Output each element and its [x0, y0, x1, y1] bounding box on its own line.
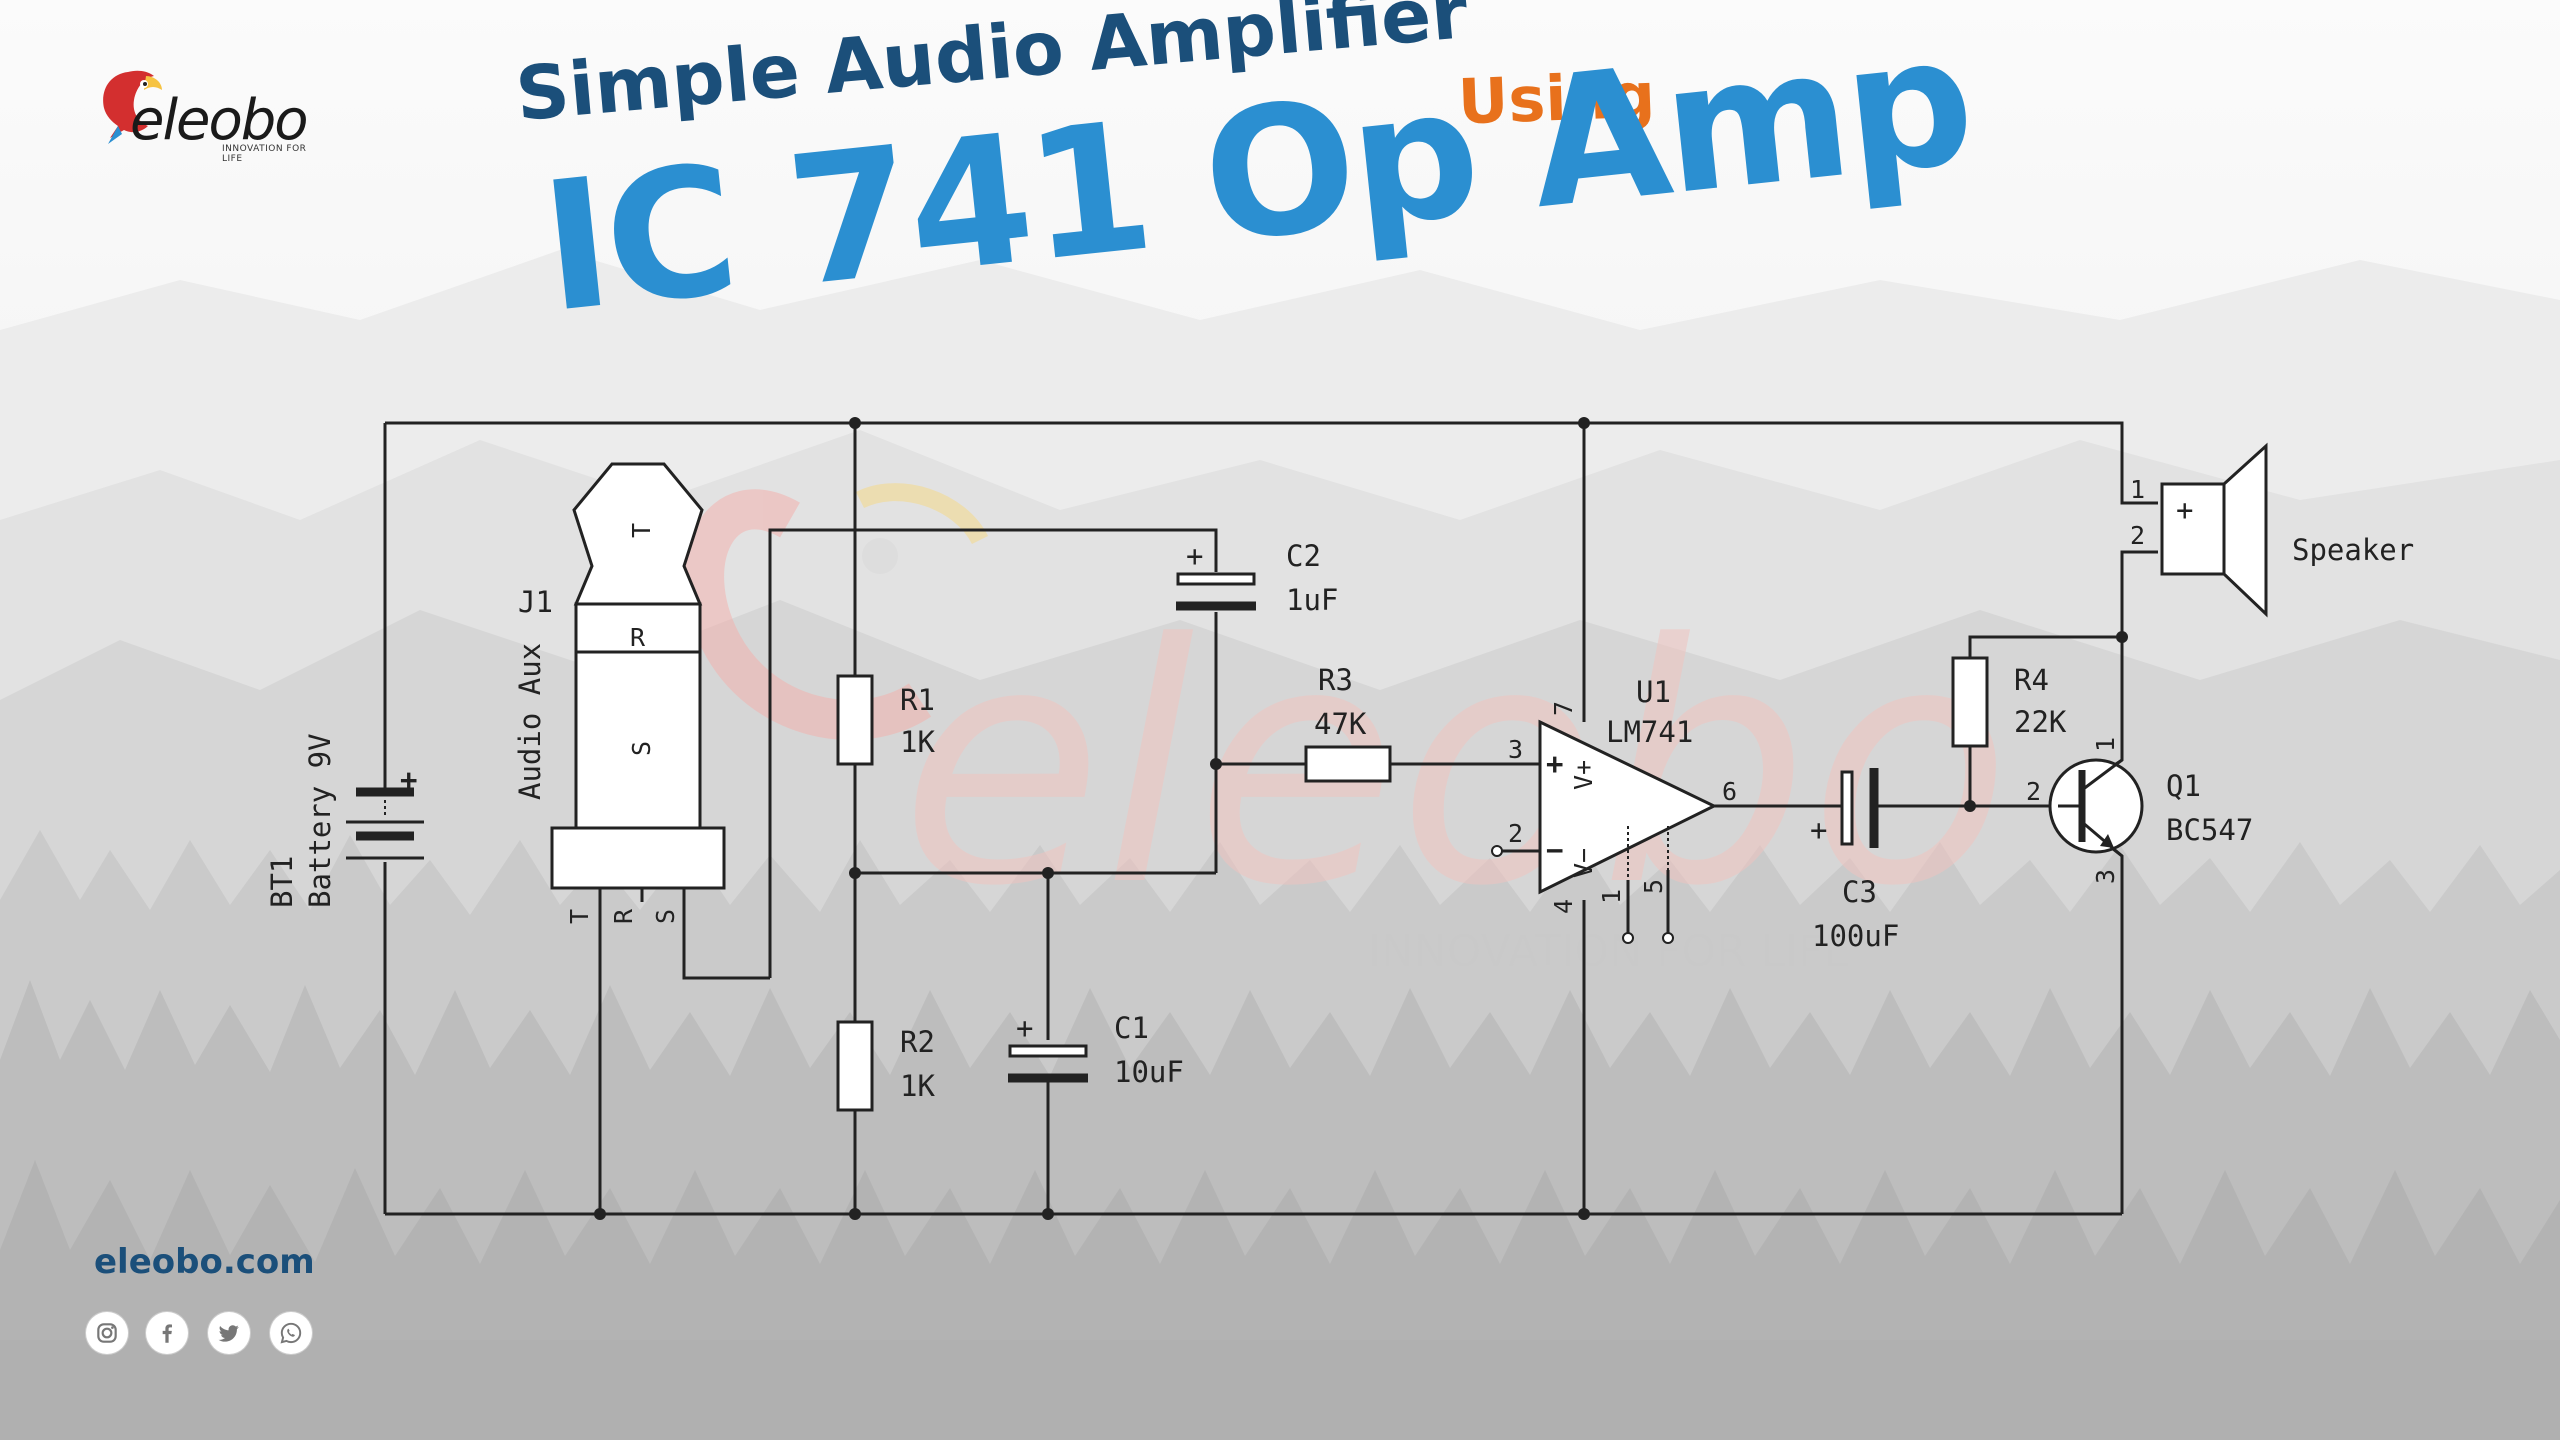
r3-ref: R3 — [1318, 663, 1353, 697]
speaker: + 1 2 Speaker — [2130, 442, 2414, 618]
watermark: eleobo INNOVATION FOR LIFE — [684, 483, 2011, 977]
r4-ref: R4 — [2014, 663, 2049, 697]
c2-ref: C2 — [1286, 539, 1321, 573]
twitter-icon[interactable] — [208, 1312, 250, 1354]
watermark-tagline: INNOVATION FOR LIFE — [1368, 926, 1851, 977]
capacitor-c2: + C2 1uF — [1176, 539, 1338, 617]
r1-value: 1K — [900, 725, 935, 759]
u1-value: LM741 — [1606, 715, 1693, 749]
jack-pin-s: S — [651, 909, 680, 924]
jack-pin-t: T — [565, 909, 594, 924]
watermark-word: eleobo — [900, 574, 2011, 958]
c3-plus: + — [1810, 813, 1827, 847]
website-link[interactable]: eleobo.com — [94, 1242, 315, 1282]
capacitor-c1: + C1 10uF — [1008, 1011, 1184, 1089]
jack-pin-r: R — [609, 908, 638, 924]
jack-value: Audio Aux — [513, 643, 547, 800]
battery-bt1: + BT1 Battery 9V — [265, 733, 424, 908]
jack-section-t: T — [627, 523, 656, 538]
transistor-q1: 2 1 3 Q1 BC547 — [2026, 737, 2253, 884]
opamp-u1: + − V+ V− 3 2 6 7 4 1 5 U1 LM741 — [1508, 675, 1737, 914]
q1-pin-emitter: 3 — [2091, 869, 2120, 884]
speaker-label: Speaker — [2292, 533, 2414, 567]
r3-value: 47K — [1314, 707, 1367, 741]
instagram-icon[interactable] — [86, 1312, 128, 1354]
u1-pin-7: 7 — [1549, 701, 1578, 716]
resistor-r3: R3 47K — [1304, 663, 1392, 783]
junction-dots — [594, 417, 2128, 1220]
facebook-icon[interactable] — [146, 1312, 188, 1354]
speaker-pin-2: 2 — [2130, 521, 2145, 550]
battery-ref: BT1 — [265, 856, 299, 908]
battery-value: Battery 9V — [303, 733, 337, 908]
u1-minus-input: − — [1546, 833, 1563, 867]
resistor-r2: R2 1K — [836, 1020, 935, 1112]
parrot-logo-icon — [103, 70, 162, 144]
u1-pin-5: 5 — [1639, 879, 1668, 894]
u1-vminus: V− — [1569, 848, 1598, 878]
jack-section-r: R — [630, 623, 646, 652]
speaker-plus: + — [2176, 493, 2193, 527]
c3-value: 100uF — [1812, 919, 1899, 953]
whatsapp-icon[interactable] — [270, 1312, 312, 1354]
r1-ref: R1 — [900, 683, 935, 717]
jack-section-s: S — [627, 741, 656, 756]
r2-ref: R2 — [900, 1025, 935, 1059]
jack-ref: J1 — [518, 585, 553, 619]
u1-pin-1: 1 — [1597, 889, 1626, 904]
r4-value: 22K — [2014, 705, 2067, 739]
u1-ref: U1 — [1636, 675, 1671, 709]
speaker-pin-1: 1 — [2130, 475, 2145, 504]
u1-pin-4: 4 — [1549, 899, 1578, 914]
u1-pin-6: 6 — [1722, 777, 1737, 806]
c2-value: 1uF — [1286, 583, 1338, 617]
q1-pin-collector: 1 — [2091, 737, 2120, 752]
c2-plus: + — [1186, 539, 1203, 573]
q1-pin-base: 2 — [2026, 777, 2041, 806]
resistor-r1: R1 1K — [836, 674, 935, 766]
capacitor-c3: + C3 100uF — [1810, 768, 1899, 953]
c1-plus: + — [1016, 1011, 1033, 1045]
q1-value: BC547 — [2166, 813, 2253, 847]
brand-wordmark: eleobo — [130, 88, 309, 153]
u1-pin-2: 2 — [1508, 819, 1523, 848]
r2-value: 1K — [900, 1069, 935, 1103]
u1-plus-input: + — [1546, 747, 1563, 781]
open-pins — [1491, 845, 1674, 944]
c3-ref: C3 — [1842, 875, 1877, 909]
wires — [383, 421, 2158, 1216]
c1-value: 10uF — [1114, 1055, 1184, 1089]
u1-pin-3: 3 — [1508, 735, 1523, 764]
audio-jack-j1: T R S T R S J1 Audio Aux — [513, 462, 726, 924]
u1-vplus: V+ — [1569, 760, 1598, 790]
brand-logo[interactable]: eleobo INNOVATION FOR LIFE — [88, 64, 328, 174]
c1-ref: C1 — [1114, 1011, 1149, 1045]
battery-plus: + — [400, 763, 417, 797]
resistor-r4: R4 22K — [1951, 656, 2067, 748]
brand-tagline: INNOVATION FOR LIFE — [222, 144, 307, 164]
q1-ref: Q1 — [2166, 769, 2201, 803]
